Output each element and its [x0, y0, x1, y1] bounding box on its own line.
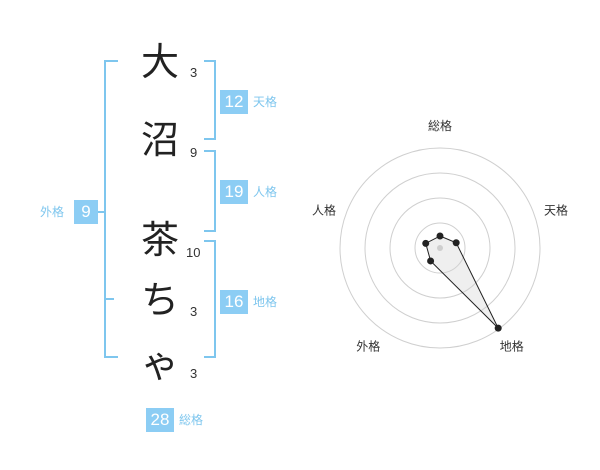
jinkaku-bracket	[204, 150, 216, 232]
tenkaku-bracket	[204, 60, 216, 140]
radar-ring-1	[414, 222, 466, 274]
radar-axis-label-5: 人格	[312, 202, 336, 217]
gaikaku-bracket-stem	[96, 211, 104, 213]
radar-point-4	[427, 257, 435, 265]
soukaku-label: 総格	[179, 413, 204, 427]
stroke-count-4: 3	[190, 304, 198, 319]
radar-ring-4	[339, 147, 541, 349]
gaikaku-bracket	[104, 60, 118, 358]
radar-center-dot	[437, 245, 443, 251]
chikaku-label: 地格	[253, 295, 278, 309]
stroke-count-1: 3	[190, 65, 198, 80]
name-char-4: ち	[140, 278, 179, 322]
gaikaku-label: 外格	[40, 205, 65, 219]
name-char-1: 大	[140, 40, 179, 84]
chikaku-value-box: 16	[220, 290, 248, 314]
chikaku-bracket	[204, 240, 216, 358]
stroke-count-5: 3	[190, 366, 198, 381]
radar-series-polygon	[425, 235, 499, 329]
stroke-count-2: 9	[190, 145, 198, 160]
radar-point-1	[436, 232, 444, 240]
gaikaku-value-box: 9	[74, 200, 98, 224]
radar-point-2	[452, 239, 460, 247]
name-char-5: ゃ	[140, 342, 179, 386]
radar-axis-label-4: 外格	[356, 339, 380, 354]
radar-ring-3	[364, 172, 516, 324]
tenkaku-value-box: 12	[220, 90, 248, 114]
radar-point-3	[494, 324, 502, 332]
radar-axis-label-2: 天格	[544, 202, 568, 217]
tenkaku-label: 天格	[253, 95, 278, 109]
stroke-count-3: 10	[186, 245, 201, 260]
gaikaku-bracket-tick	[104, 298, 114, 300]
soukaku-value-box: 28	[146, 408, 174, 432]
name-char-3: 茶	[140, 218, 179, 262]
jinkaku-value-box: 19	[220, 180, 248, 204]
radar-axis-label-1: 総格	[428, 118, 452, 133]
jinkaku-label: 人格	[253, 185, 278, 199]
radar-ring-2	[389, 197, 491, 299]
radar-axis-label-3: 地格	[500, 339, 524, 354]
name-char-2: 沼	[140, 118, 179, 162]
radar-point-5	[422, 239, 430, 247]
